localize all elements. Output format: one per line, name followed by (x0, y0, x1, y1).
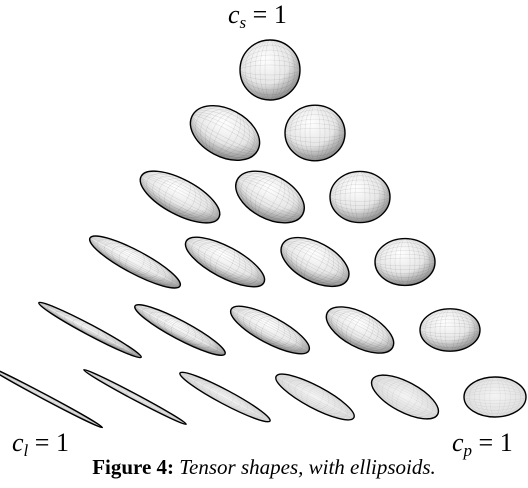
ellipsoid-glyph (179, 371, 271, 423)
ellipsoid-glyph (275, 373, 355, 421)
ellipsoid-glyph (0, 365, 104, 429)
label-cp-equals-1: cp = 1 (452, 428, 513, 460)
ellipsoid-glyph (329, 170, 391, 224)
ellipsoid-glyph (370, 374, 440, 420)
ellipsoid-glyph (229, 305, 311, 355)
ellipsoid-glyph (325, 306, 395, 354)
label-cs-equals-1: cs = 1 (228, 0, 287, 32)
ellipsoid-glyph (239, 39, 301, 101)
ellipsoid-glyph (88, 235, 182, 289)
ellipsoid-glyph (184, 236, 266, 288)
ellipsoid-glyph (189, 105, 261, 161)
ellipsoid-glyph (134, 304, 226, 356)
ellipsoid-glyph (235, 170, 305, 224)
ellipsoid-glyph (280, 236, 350, 288)
ellipsoid-glyph (83, 368, 187, 426)
figure-caption: Figure 4: Tensor shapes, with ellipsoids… (0, 455, 528, 479)
caption-text: Tensor shapes, with ellipsoids. (179, 455, 436, 479)
ellipsoid-glyph (374, 237, 436, 287)
ellipsoid-glyph (419, 308, 481, 352)
label-cl-equals-1: cl = 1 (12, 428, 69, 460)
ellipsoid-glyph (463, 376, 527, 418)
caption-label: Figure 4: (92, 455, 175, 479)
ellipsoid-glyph (38, 301, 142, 359)
ellipsoid-glyph (139, 170, 221, 224)
ellipsoid-glyph (284, 104, 346, 162)
